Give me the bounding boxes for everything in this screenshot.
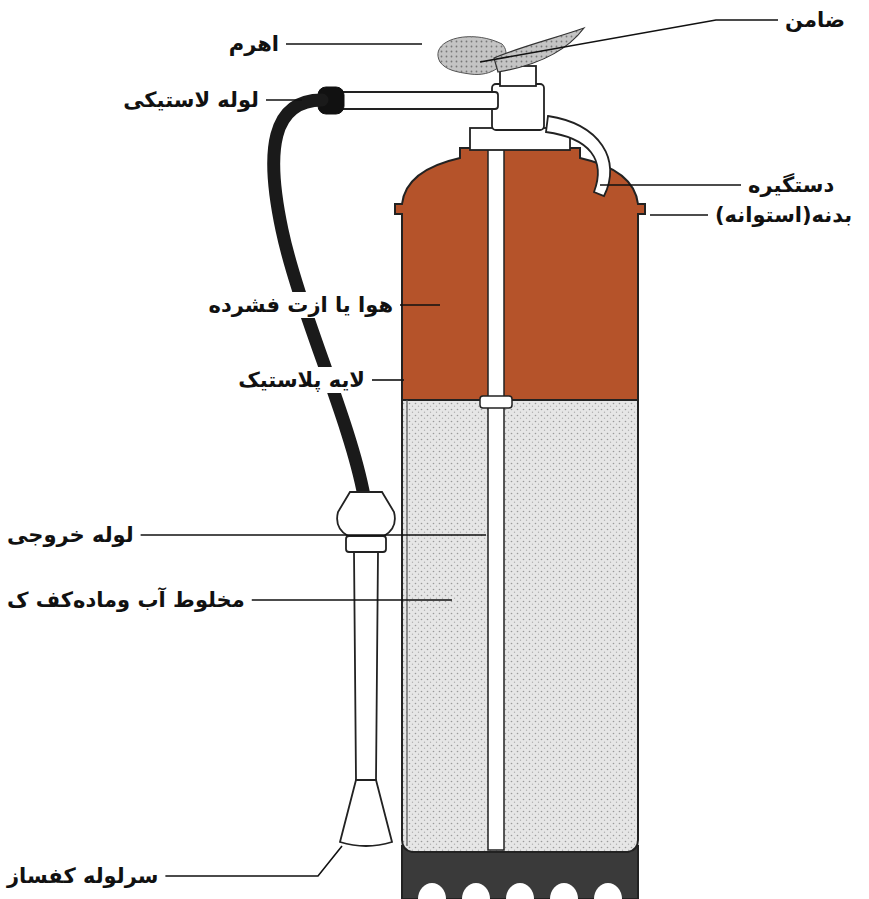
leader-line — [480, 20, 778, 62]
part-label: سرلوله کفساز — [4, 863, 161, 889]
leader-line — [266, 99, 302, 101]
plastic-lining — [406, 400, 407, 846]
outlet-tube — [488, 146, 504, 850]
leader-line — [600, 184, 741, 186]
part-label: بدنه(استوانه) — [712, 202, 855, 228]
part-label: هوا یا ازت فشرده — [206, 292, 396, 318]
foam-liquid — [402, 400, 638, 852]
part-label: اهرم — [226, 31, 282, 57]
part-label: مخلوط آب وماده‌کف ک — [4, 587, 248, 613]
part-label: دستگیره — [745, 172, 837, 198]
leader-line — [252, 599, 452, 601]
part-label: لایه پلاستیک — [235, 367, 368, 393]
leader-line — [400, 304, 440, 306]
leader-line — [286, 43, 422, 45]
foam-nozzle — [337, 492, 395, 846]
lever — [438, 37, 506, 75]
leader-line — [372, 379, 404, 381]
part-label: لوله لاستیکی — [120, 87, 262, 113]
base-stand — [402, 846, 638, 899]
safety-pin — [494, 28, 584, 72]
carry-handle — [546, 116, 610, 196]
leader-line — [141, 534, 486, 536]
part-label: ضامن — [782, 7, 848, 33]
leader-lines — [141, 20, 778, 876]
part-label: لوله خروجی — [4, 522, 137, 548]
valve-head — [338, 66, 570, 150]
leader-line — [165, 846, 342, 876]
leader-line — [650, 214, 708, 216]
tube-fitting — [480, 396, 512, 408]
